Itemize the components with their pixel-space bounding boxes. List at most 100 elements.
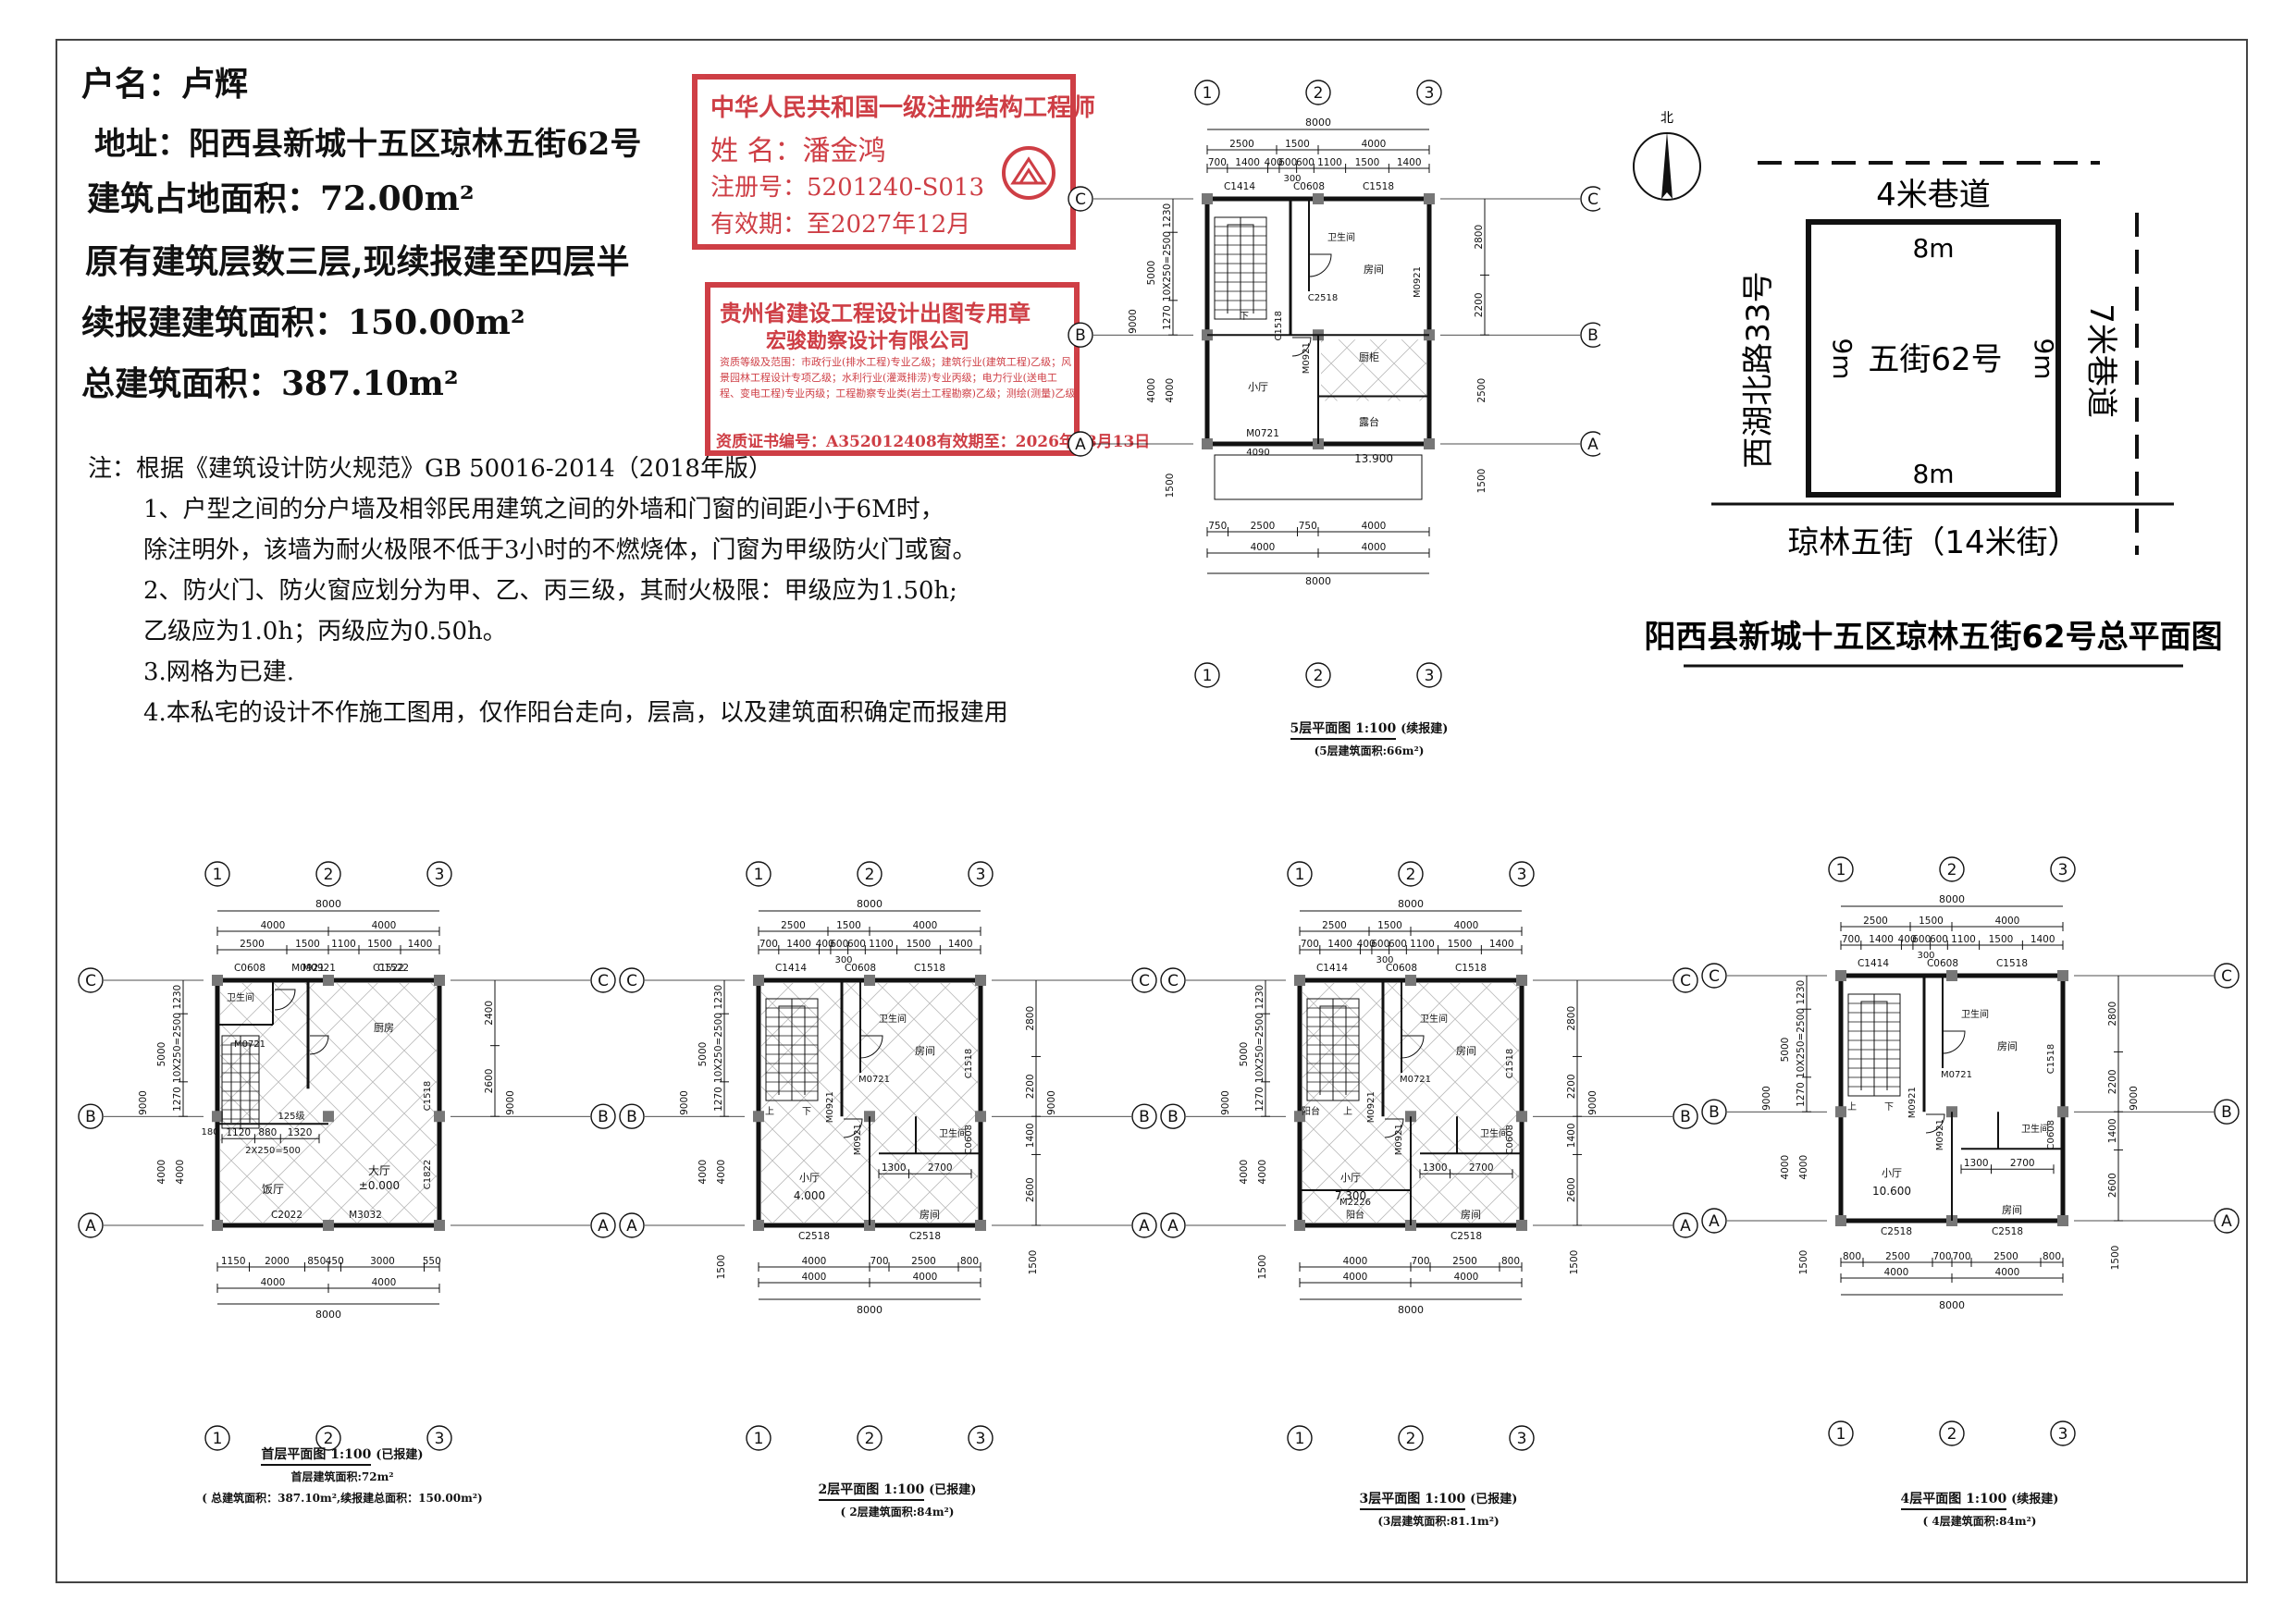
axis-bubble-label: 1 bbox=[1295, 1430, 1305, 1448]
axis-bubble-label: B bbox=[598, 1108, 609, 1126]
note-line: 除注明外，该墙为耐火极限不低于3小时的不燃烧体，门窗为甲级防火门或窗。 bbox=[143, 536, 977, 564]
axis-bubble bbox=[1416, 662, 1442, 688]
dimension-label: 5000 bbox=[1780, 1038, 1791, 1063]
caption-title: 2层平面图 1:100 bbox=[818, 1482, 925, 1501]
window-label: C2518 bbox=[1881, 1226, 1912, 1237]
axis-bubble bbox=[746, 861, 772, 887]
caption-tag: (已报建) bbox=[929, 1483, 977, 1497]
dimension-label: 9000 bbox=[2129, 1086, 2140, 1111]
seal-title: 贵州省建设工程设计出图专用章 bbox=[720, 300, 1031, 326]
dimension-label: 2500 bbox=[1863, 916, 1888, 927]
dimension-label: 1500 bbox=[836, 920, 861, 931]
axis-bubble-label: A bbox=[85, 1217, 96, 1236]
axis-bubble-label: B bbox=[1587, 326, 1599, 345]
window-label: C0608 bbox=[845, 963, 876, 974]
axis-bubble bbox=[619, 967, 645, 993]
axis-bubble-label: 2 bbox=[1947, 1425, 1957, 1444]
window-label: C1522 bbox=[377, 963, 409, 974]
axis-bubble bbox=[1160, 1103, 1186, 1129]
dimension-label: 400 bbox=[1265, 157, 1283, 168]
axis-bubble-label: A bbox=[598, 1217, 609, 1236]
dimension-label: 9000 bbox=[505, 1090, 516, 1115]
axis-bubble-label: B bbox=[1167, 1108, 1179, 1126]
caption-tag: (已报建) bbox=[1470, 1493, 1518, 1506]
axis-bubble bbox=[1160, 1212, 1186, 1238]
dimension-label: 800 bbox=[2043, 1251, 2061, 1262]
dimension-label: 9000 bbox=[679, 1090, 690, 1115]
door-swing bbox=[1384, 1118, 1404, 1138]
room-label: 小厅 bbox=[1248, 381, 1268, 393]
plot-dim-right: 9m bbox=[2029, 338, 2059, 379]
svg-text:北: 北 bbox=[1660, 111, 1673, 126]
window-label: C2518 bbox=[1992, 1226, 2023, 1237]
top-road-label: 4米巷道 bbox=[1876, 177, 1991, 214]
dimension-label: 2800 bbox=[2107, 1002, 2118, 1027]
dimension-label: 8000 bbox=[1398, 898, 1424, 910]
structural-column bbox=[1835, 1215, 1846, 1226]
axis-bubble bbox=[2214, 1099, 2240, 1125]
structural-column bbox=[434, 975, 445, 986]
window-label: C0608 bbox=[1927, 958, 1958, 969]
axis-bubble-label: 1 bbox=[754, 1430, 764, 1448]
axis-bubble bbox=[2050, 856, 2076, 882]
plan-caption-3: 3层平面图 1:100 (已报建) (3层建筑面积:81.1m²) bbox=[1244, 1489, 1633, 1529]
dimension-label: 1100 bbox=[1317, 157, 1342, 168]
window-label: C0608 bbox=[1505, 1125, 1515, 1154]
caption-title: 首层平面图 1:100 bbox=[261, 1447, 372, 1466]
axis-bubble bbox=[1701, 1099, 1727, 1125]
window-label: C1518 bbox=[1996, 958, 2028, 969]
axis-bubble bbox=[857, 861, 883, 887]
axis-bubble-label: 3 bbox=[976, 866, 986, 884]
stair-arrow bbox=[778, 1005, 806, 1095]
axis-bubble bbox=[1673, 967, 1698, 993]
caption-tag: (已报建) bbox=[376, 1448, 424, 1462]
plan-caption-2: 2层平面图 1:100 (已报建) ( 2层建筑面积:84m²) bbox=[703, 1480, 1092, 1519]
note-line: 注：根据《建筑设计防火规范》GB 50016-2014（2018年版） bbox=[88, 455, 772, 483]
dimension-label: 4000 bbox=[1798, 1155, 1809, 1180]
axis-bubble-label: 2 bbox=[865, 1430, 875, 1448]
window-label: C1518 bbox=[423, 1081, 433, 1111]
caption-area: ( 4层建筑面积:84m²) bbox=[1922, 1515, 2037, 1528]
drawing-frame bbox=[56, 39, 2248, 1583]
dimension-label: 300 bbox=[1376, 955, 1393, 965]
axis-bubble-label: C bbox=[85, 972, 96, 990]
dimension-label: 1500 bbox=[1257, 1255, 1268, 1280]
structural-column bbox=[2057, 970, 2068, 981]
stair-arrow bbox=[1319, 1005, 1347, 1095]
dimension-label: 2500 bbox=[240, 939, 265, 950]
dimension-label: 2500 bbox=[1994, 1251, 2018, 1262]
window-label: C1414 bbox=[1316, 963, 1348, 974]
door-label: M2226 bbox=[1339, 1198, 1371, 1208]
axis-bubble-label: C bbox=[2221, 967, 2232, 986]
axis-bubble bbox=[1287, 1425, 1313, 1451]
dimension-label: 1400 bbox=[1025, 1123, 1036, 1148]
dimension-label: 8000 bbox=[1305, 575, 1331, 587]
room-label: 房间 bbox=[1364, 264, 1384, 276]
door-label: M0921 bbox=[1394, 1124, 1404, 1155]
dimension-label: 1230 bbox=[1796, 980, 1807, 1005]
door-label: M0921 bbox=[1366, 1091, 1376, 1123]
axis-bubble-label: 2 bbox=[1314, 84, 1324, 103]
room-label: 露台 bbox=[1359, 415, 1379, 428]
window-label: C1518 bbox=[964, 1049, 974, 1078]
axis-bubble bbox=[746, 1425, 772, 1451]
axis-bubble bbox=[2214, 963, 2240, 989]
dimension-label: 4000 bbox=[697, 1160, 709, 1185]
dimension-label: 800 bbox=[1501, 1256, 1520, 1267]
note-line: 乙级应为1.0h；丙级应为0.50h。 bbox=[143, 618, 507, 646]
dimension-label: 600 bbox=[1930, 934, 1948, 945]
dimension-label: 1400 bbox=[1489, 939, 1514, 950]
structural-column bbox=[212, 975, 223, 986]
axis-bubble-label: 3 bbox=[1425, 84, 1435, 103]
seal-valid: 有效期：至2027年12月 bbox=[710, 211, 971, 239]
axis-bubble bbox=[1580, 431, 1600, 457]
dimension-label: 9000 bbox=[138, 1090, 149, 1115]
room-label: 房间 bbox=[1456, 1045, 1476, 1057]
window-label: C0608 bbox=[2046, 1120, 2056, 1150]
axis-bubble bbox=[590, 1212, 616, 1238]
dimension-label: 10X250=2500 bbox=[1254, 1013, 1265, 1083]
caption-area: 首层建筑面积:72m² bbox=[290, 1470, 394, 1483]
